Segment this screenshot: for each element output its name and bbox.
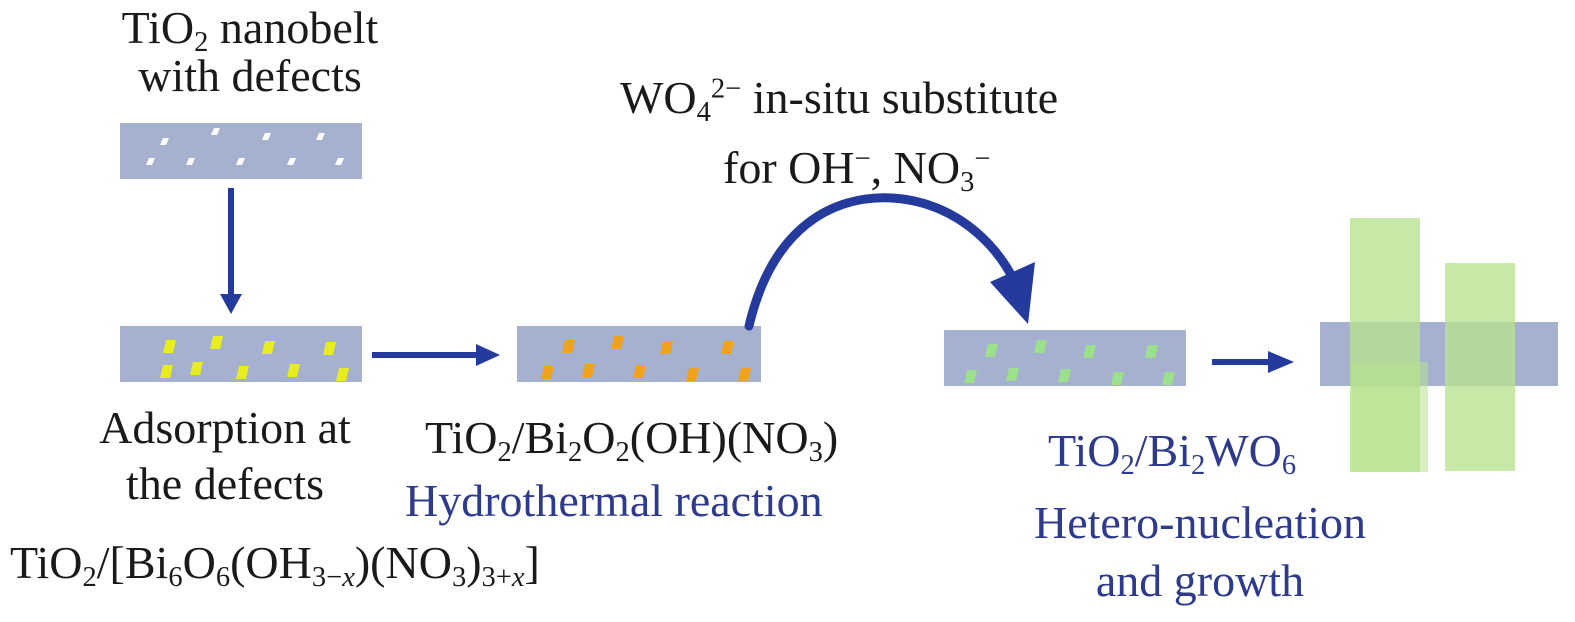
intermediate-cluster <box>582 364 595 377</box>
adsorbed-cluster <box>160 365 173 378</box>
label-adsorption-line2: the defects <box>126 458 324 509</box>
nucleus <box>985 344 998 357</box>
label-nanobelt: TiO2 nanobelt with defects <box>90 5 410 99</box>
intermediate-cluster <box>738 368 751 381</box>
label-substitute: WO42− in-situ substitute <box>620 72 1059 128</box>
defect-site <box>211 128 220 135</box>
defect-site <box>262 133 271 140</box>
defect-site <box>160 138 169 145</box>
arrow-right-2-head <box>1268 351 1294 373</box>
formula-product: TiO2/Bi2WO6 <box>1048 425 1297 481</box>
defect-site <box>236 158 245 165</box>
arrow-right-1-head <box>476 344 500 366</box>
nucleus <box>964 370 977 383</box>
adsorbed-cluster <box>190 362 203 375</box>
adsorbed-cluster <box>163 340 176 353</box>
adsorbed-cluster <box>336 368 349 381</box>
label-heteronucleation-line2: and growth <box>1095 555 1305 606</box>
adsorbed-cluster <box>210 336 223 349</box>
label-adsorption: Adsorption at the defects <box>55 405 395 507</box>
nanobelt-defects <box>120 123 362 179</box>
intermediate-cluster <box>660 341 673 354</box>
intermediate-cluster <box>686 368 699 381</box>
intermediate-cluster <box>541 366 554 379</box>
nucleus <box>1034 340 1047 353</box>
label-substitute-line2: for OH−, NO3− <box>723 142 991 198</box>
intermediate-cluster <box>562 340 575 353</box>
formula-adsorbed: TiO2/[Bi6O6(OH3−x)(NO3)3+x] <box>10 537 540 593</box>
nucleus <box>1111 372 1124 385</box>
defect-site <box>335 158 344 165</box>
adsorbed-cluster <box>236 366 249 379</box>
bi2wo6-plate <box>1445 263 1515 471</box>
intermediate-cluster <box>633 365 646 378</box>
defect-site <box>146 158 155 165</box>
intermediate-cluster <box>721 341 734 354</box>
adsorbed-cluster <box>262 341 275 354</box>
adsorbed-cluster <box>287 364 300 377</box>
label-nanobelt-line1: TiO2 nanobelt <box>121 2 379 58</box>
nucleus <box>1006 368 1019 381</box>
arrow-curved-head <box>990 262 1035 324</box>
defect-site <box>186 158 195 165</box>
adsorbed-cluster <box>323 342 336 355</box>
defect-site <box>287 158 296 165</box>
arrow-curved <box>744 193 1027 331</box>
label-adsorption-line1: Adsorption at <box>99 402 351 453</box>
label-heteronucleation-line1: Hetero-nucleation <box>1033 497 1367 548</box>
nucleus <box>1058 369 1071 382</box>
intermediate-cluster <box>611 336 624 349</box>
arrow-down-head <box>220 294 242 314</box>
label-hydrothermal: Hydrothermal reaction <box>405 475 823 526</box>
label-nanobelt-line2: with defects <box>138 50 362 101</box>
bi2wo6-plate <box>1352 362 1428 472</box>
defect-site <box>316 133 325 140</box>
label-heteronucleation: Hetero-nucleation and growth <box>990 500 1410 604</box>
nucleus <box>1083 345 1096 358</box>
nucleus <box>1145 345 1158 358</box>
formula-intermediate: TiO2/Bi2O2(OH)(NO3) <box>425 412 839 468</box>
nucleus <box>1162 372 1175 385</box>
